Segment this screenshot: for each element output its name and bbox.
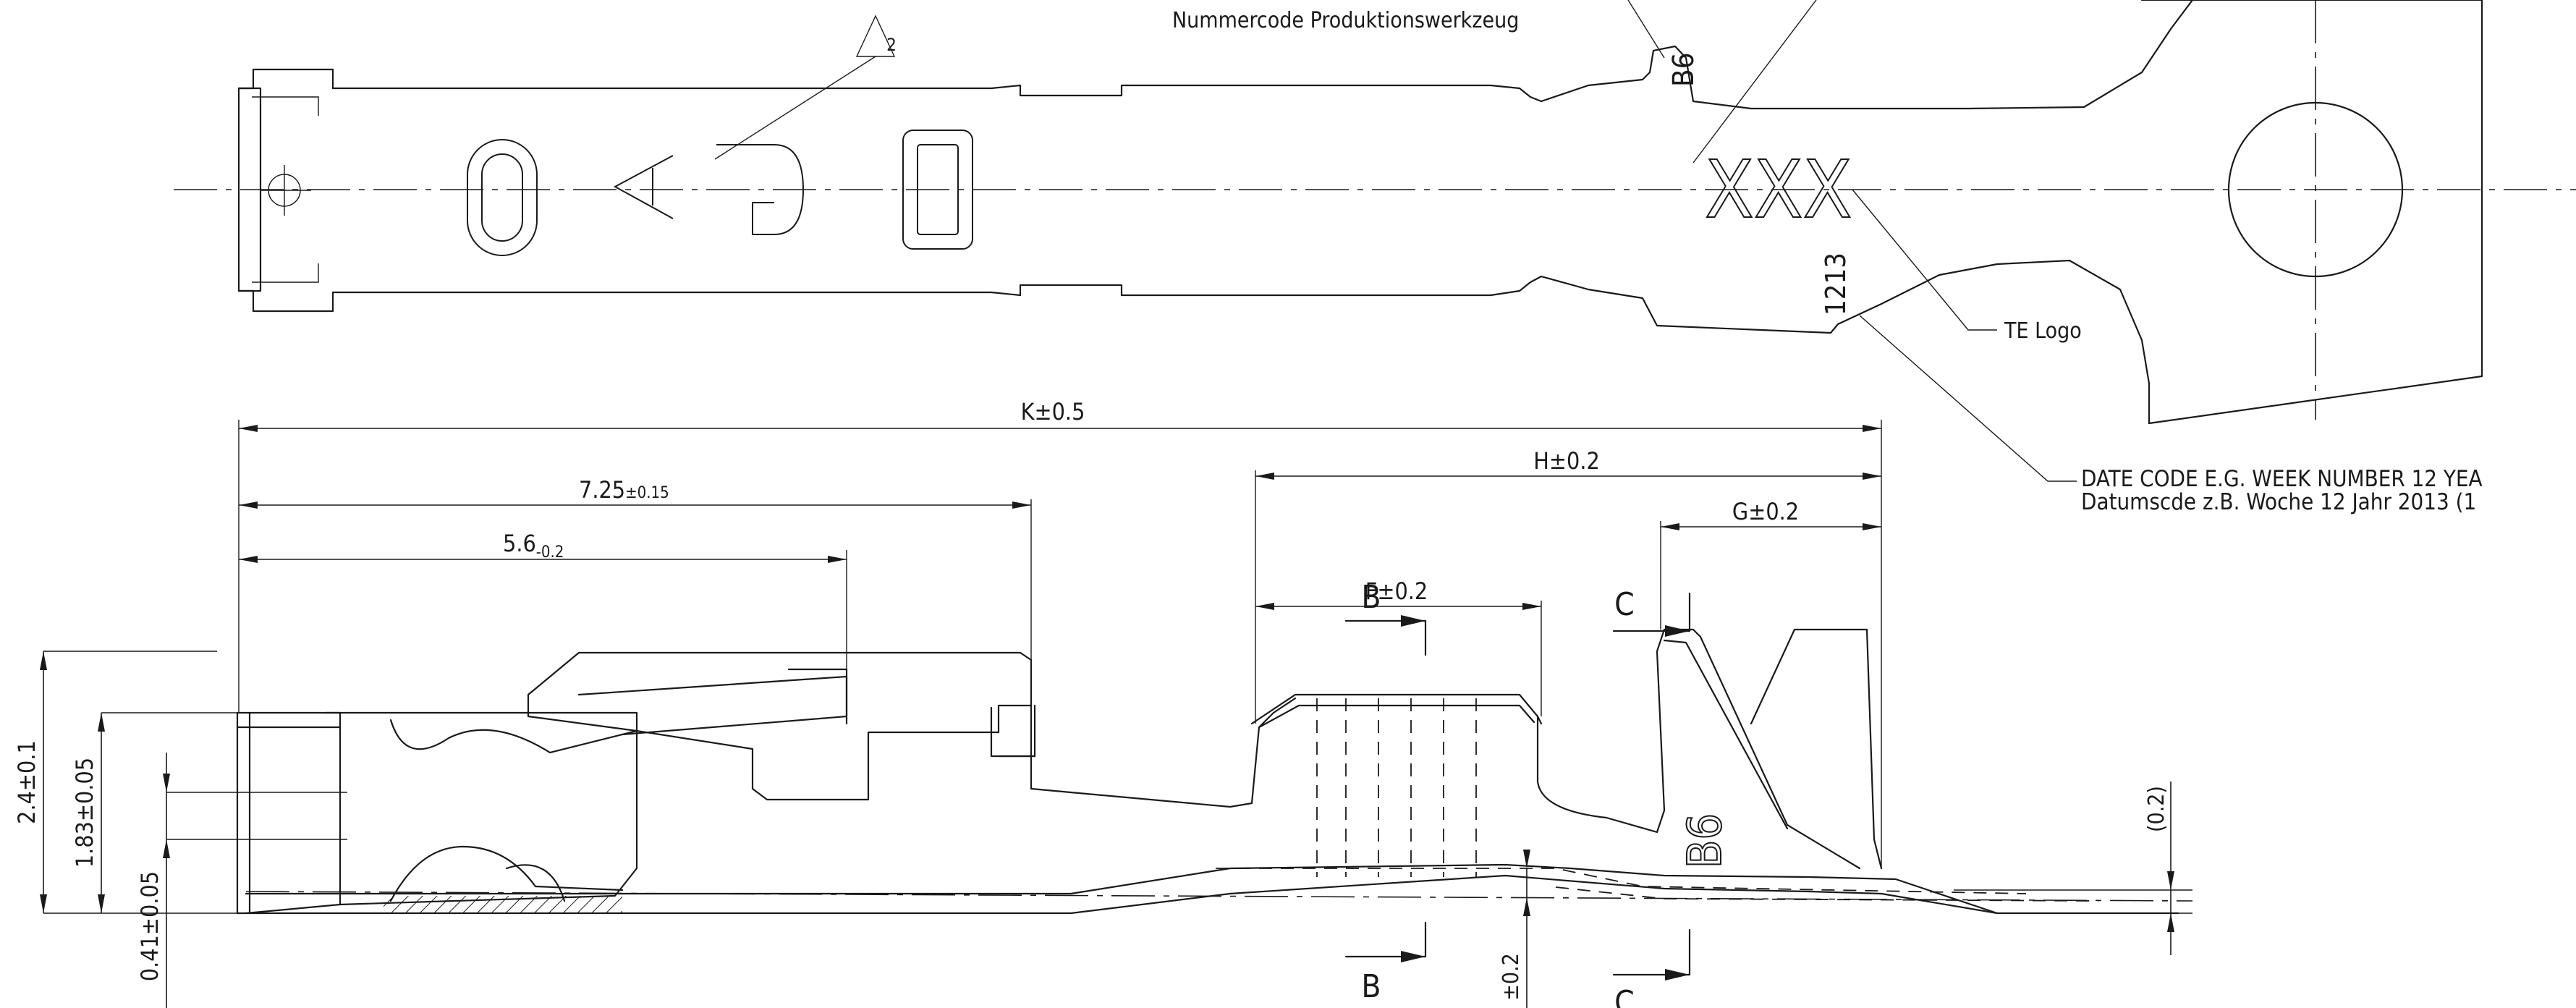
dim-041-text: 0.41±0.05 [136,871,164,981]
section-c-top-label: C [1614,586,1635,623]
insulation-crimp-right [1750,628,1883,870]
insulation-crimp-inner [1663,639,1789,830]
dim-041-arrows [163,774,170,858]
dim-f-text: F±0.2 [1365,577,1428,605]
dim-24-text: 2.4±0.1 [13,740,41,824]
dim-bottom-text: ±0.2 [1499,953,1524,1001]
transition-notch [997,704,1036,758]
left-block-notches [252,96,319,283]
marking-g [716,144,805,235]
top-view-right-cone [2140,0,2483,425]
section-b-bottom-label: B [1361,968,1381,1005]
dim-56-tolerance: -0.2 [536,543,564,562]
top-view-lower-edge [237,259,2151,425]
marking-b6-side: B6 [1679,813,1732,868]
dim-725-tolerance: ±0.15 [625,484,669,502]
contact-latch-inner [577,675,848,736]
top-view-body-outline [237,0,2194,110]
section-b-top-label: B [1361,579,1381,616]
section-c-bottom-marker [1612,928,1691,976]
side-view-base [245,874,2179,915]
marking-b6-top: B6 [1667,52,1700,87]
te-logo-leader [1852,189,1997,331]
contact-latch [527,651,1033,801]
transition-section [1030,697,1297,808]
label-date-code-en: DATE CODE E.G. WEEK NUMBER 12 YEA [2081,466,2483,492]
label-te-logo: TE Logo [2004,318,2082,344]
revision-leader [714,56,876,160]
contact-section-hatch [384,896,622,913]
dim-56-value: 5.6 [503,530,536,557]
side-view-hidden-1 [1216,868,2027,894]
section-b-top-marker [1344,619,1427,656]
wire-crimp [1250,693,1543,725]
marking-o-inner [481,153,523,242]
marking-o [467,139,538,256]
date-code-leader [1859,315,2077,482]
dim-02-text: (0.2) [2144,786,2169,832]
contact-spring-body [324,711,638,906]
marking-a [613,155,674,219]
nummercode-leader [1627,0,1665,59]
dim-k-text: K±0.5 [1021,398,1085,425]
side-view: B6 K±0.5 7.25±0.15 5.6-0.2 H±0.2 [13,398,2193,1008]
section-c-bottom-label: C [1614,984,1635,1008]
revision-number: 2 [886,35,897,55]
section-b-bottom-arrow [1401,951,1425,962]
section-c-top-arrow [1665,625,1690,637]
dim-183-text: 1.83±0.05 [71,758,98,868]
dim-725-text: 7.25±0.15 [579,476,669,504]
xxx-leader [1692,0,1817,164]
contact-spring-curl [505,864,566,902]
wire-crimp-inner [1258,704,1535,729]
label-nummercode: Nummercode Produktionswerkzeug [1172,8,1519,33]
dim-56-text: 5.6-0.2 [503,530,564,562]
contact-housing-outer [236,711,342,915]
section-b-top-arrow [1401,615,1425,627]
contact-spring-lower [389,845,624,902]
dim-h-text: H±0.2 [1533,447,1600,475]
dim-02-arrows [2167,871,2174,932]
dim-725-value: 7.25 [579,476,625,504]
label-date-code-de: Datumscde z.B. Woche 12 Jahr 2013 (1 [2081,489,2476,515]
marking-xxx: XXX [1705,143,1852,236]
contact-spring-upper [389,719,638,754]
marking-rect-inner [917,144,959,235]
dim-g-text: G±0.2 [1732,498,1799,525]
marking-rect [902,130,973,250]
side-view-base-top [245,863,1999,915]
section-b-bottom-marker [1344,921,1427,958]
dim-bottom-arrows [1523,850,1530,916]
section-c-bottom-arrow [1665,969,1690,981]
marking-date: 1213 [1820,253,1852,315]
top-view: 2 Nummercode Produktionswerkzeug XXX B6 … [174,0,2576,515]
side-view-hidden-2 [1555,886,2099,902]
